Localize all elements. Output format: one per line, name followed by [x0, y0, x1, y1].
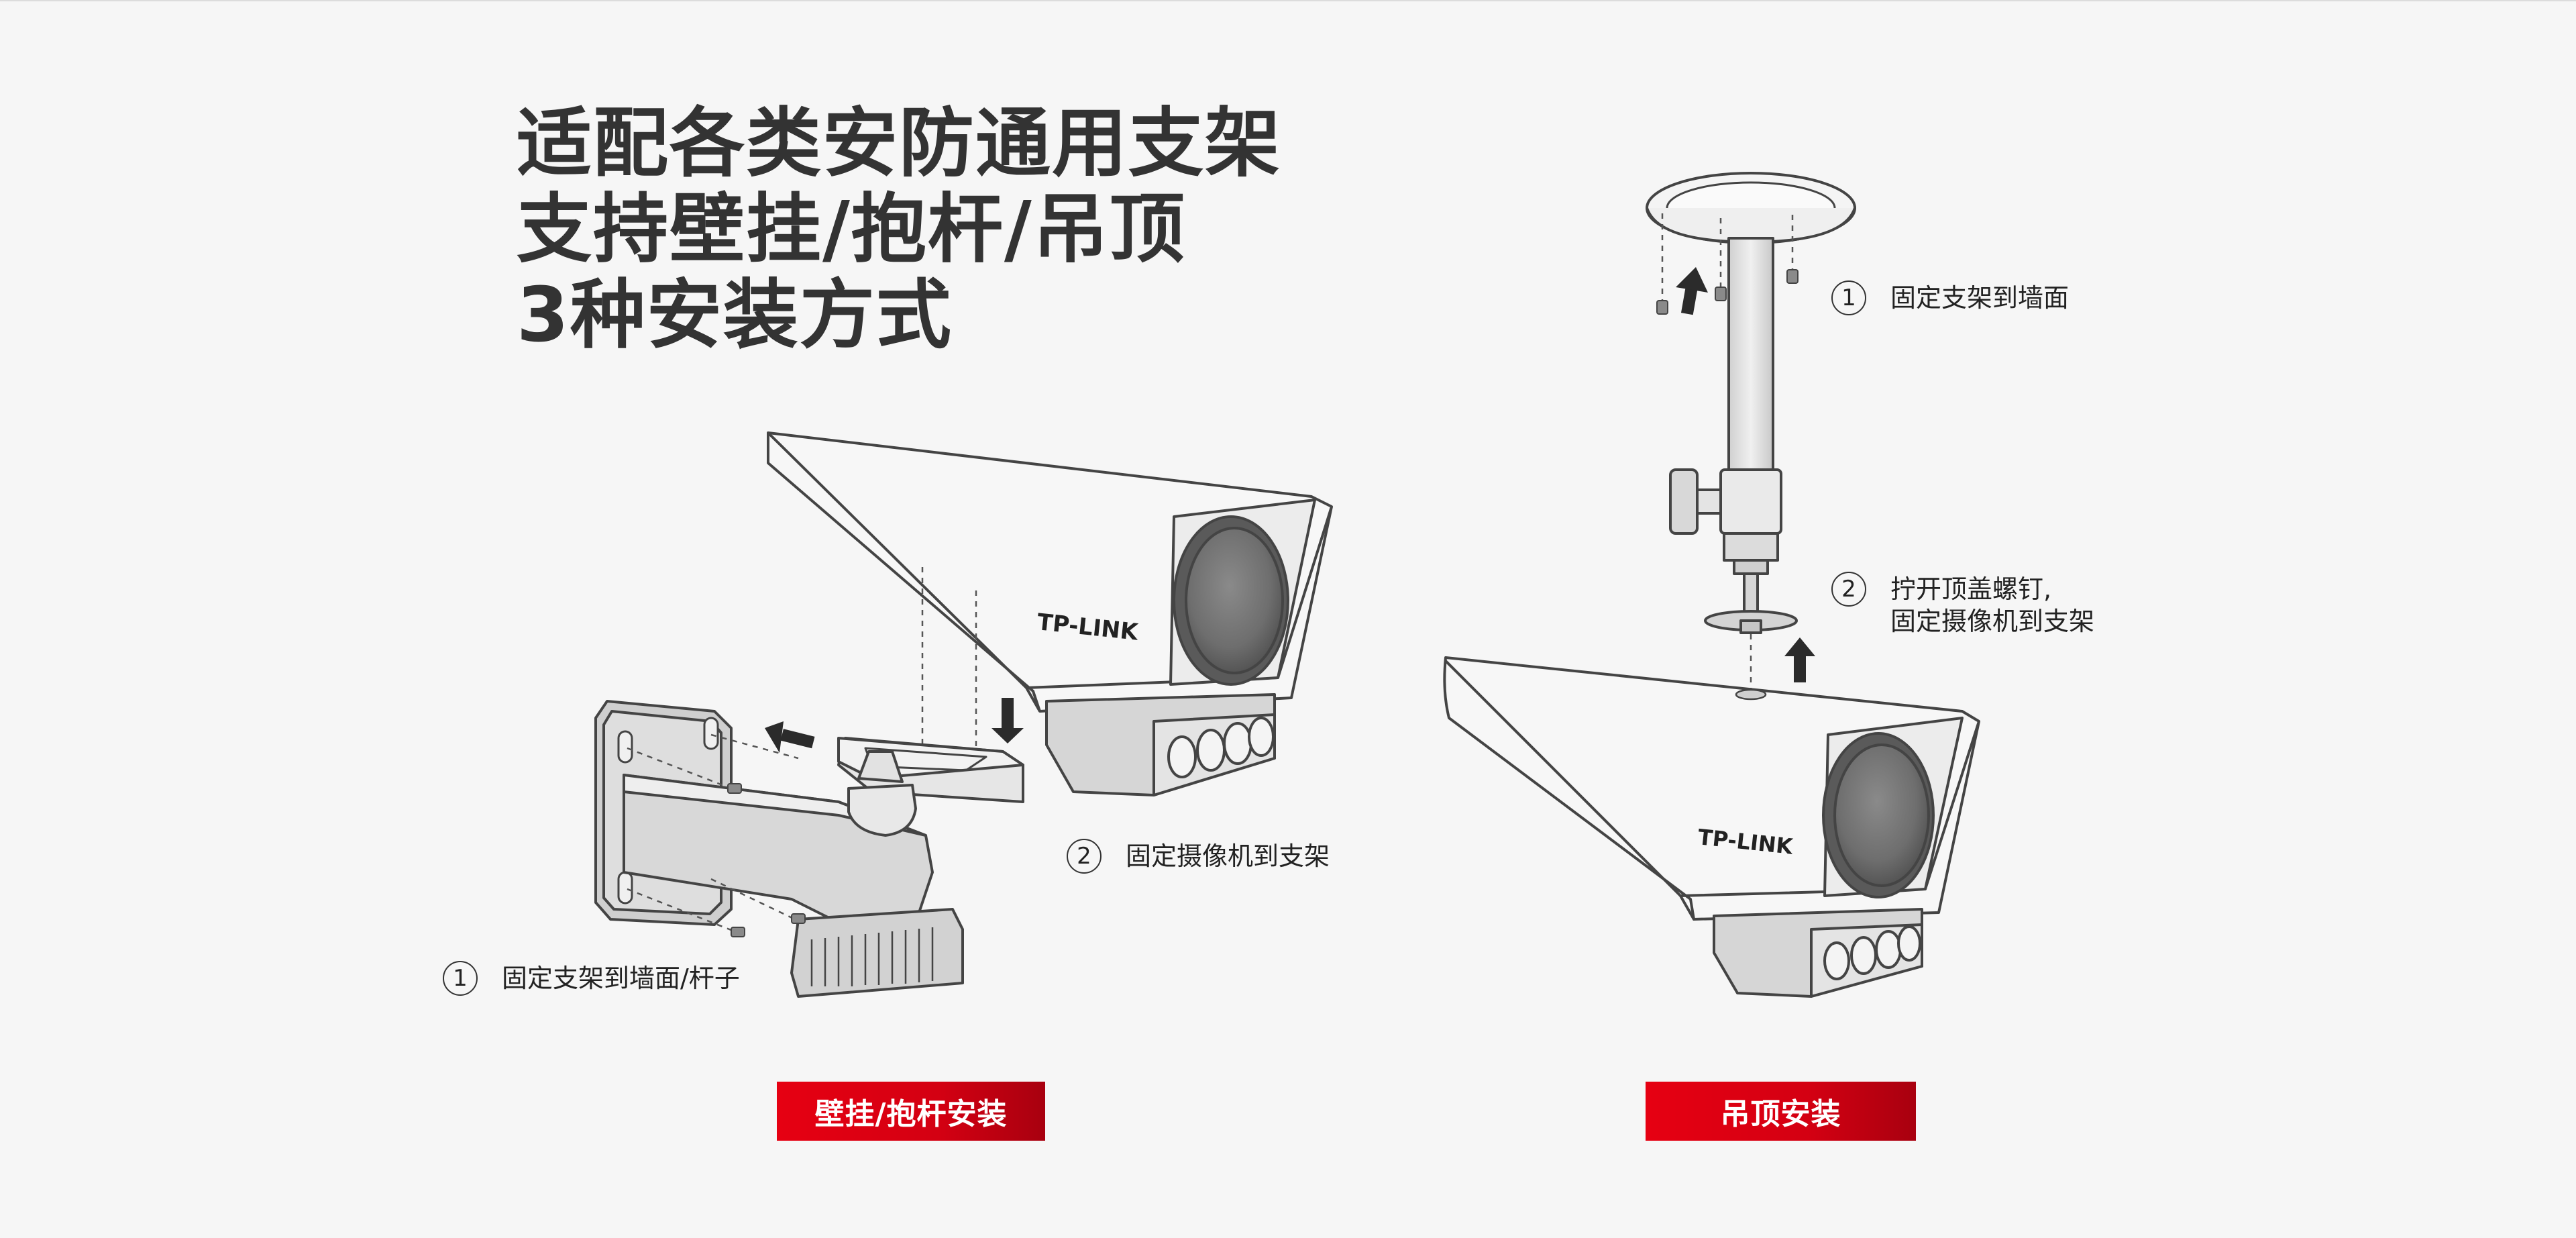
screw-icon [1656, 213, 1799, 315]
headline-line-1: 适配各类安防通用支架 [517, 100, 1281, 187]
wall-step-1-text: 固定支架到墙面/杆子 [502, 964, 740, 993]
ceiling-bracket [1646, 172, 1856, 634]
arrow-down-icon [991, 698, 1024, 743]
arrow-up-icon [1784, 637, 1815, 682]
step-number-badge: 1 [1831, 280, 1866, 315]
headline-line-2: 支持壁挂/抱杆/吊顶 [517, 186, 1186, 273]
headline-line-3: 3种安装方式 [517, 272, 953, 359]
arrow-left-icon [765, 721, 815, 753]
step-number-badge: 2 [1067, 839, 1102, 874]
guide-lines-left [921, 567, 977, 758]
wall-bracket [594, 700, 964, 998]
step-number-badge: 2 [1831, 572, 1866, 607]
top-divider [0, 0, 2576, 1]
headline: 适配各类安防通用支架 支持壁挂/抱杆/吊顶 3种安装方式 [517, 101, 1456, 358]
arrow-up-icon [1676, 267, 1708, 315]
wall-step-2: 2 固定摄像机到支架 [1067, 839, 1330, 874]
ceiling-step-2-text-line-2: 固定摄像机到支架 [1890, 607, 2095, 636]
ceiling-step-1: 1 固定支架到墙面 [1831, 280, 2069, 315]
screw-icon [627, 733, 806, 937]
wall-mount-label-button[interactable]: 壁挂/抱杆安装 [777, 1082, 1045, 1141]
camera-left [767, 431, 1333, 796]
step-number-badge: 1 [443, 961, 478, 996]
wall-step-2-text: 固定摄像机到支架 [1126, 841, 1330, 871]
ceiling-mount-label-button[interactable]: 吊顶安装 [1646, 1082, 1916, 1141]
ceiling-step-1-text: 固定支架到墙面 [1890, 283, 2070, 313]
camera-right [1443, 656, 1980, 998]
ceiling-step-2-text-line-1: 拧开顶盖螺钉, [1890, 574, 2052, 604]
ceiling-step-2: 2 拧开顶盖螺钉, 固定摄像机到支架 [1831, 572, 2094, 637]
wall-step-1: 1 固定支架到墙面/杆子 [443, 961, 740, 996]
